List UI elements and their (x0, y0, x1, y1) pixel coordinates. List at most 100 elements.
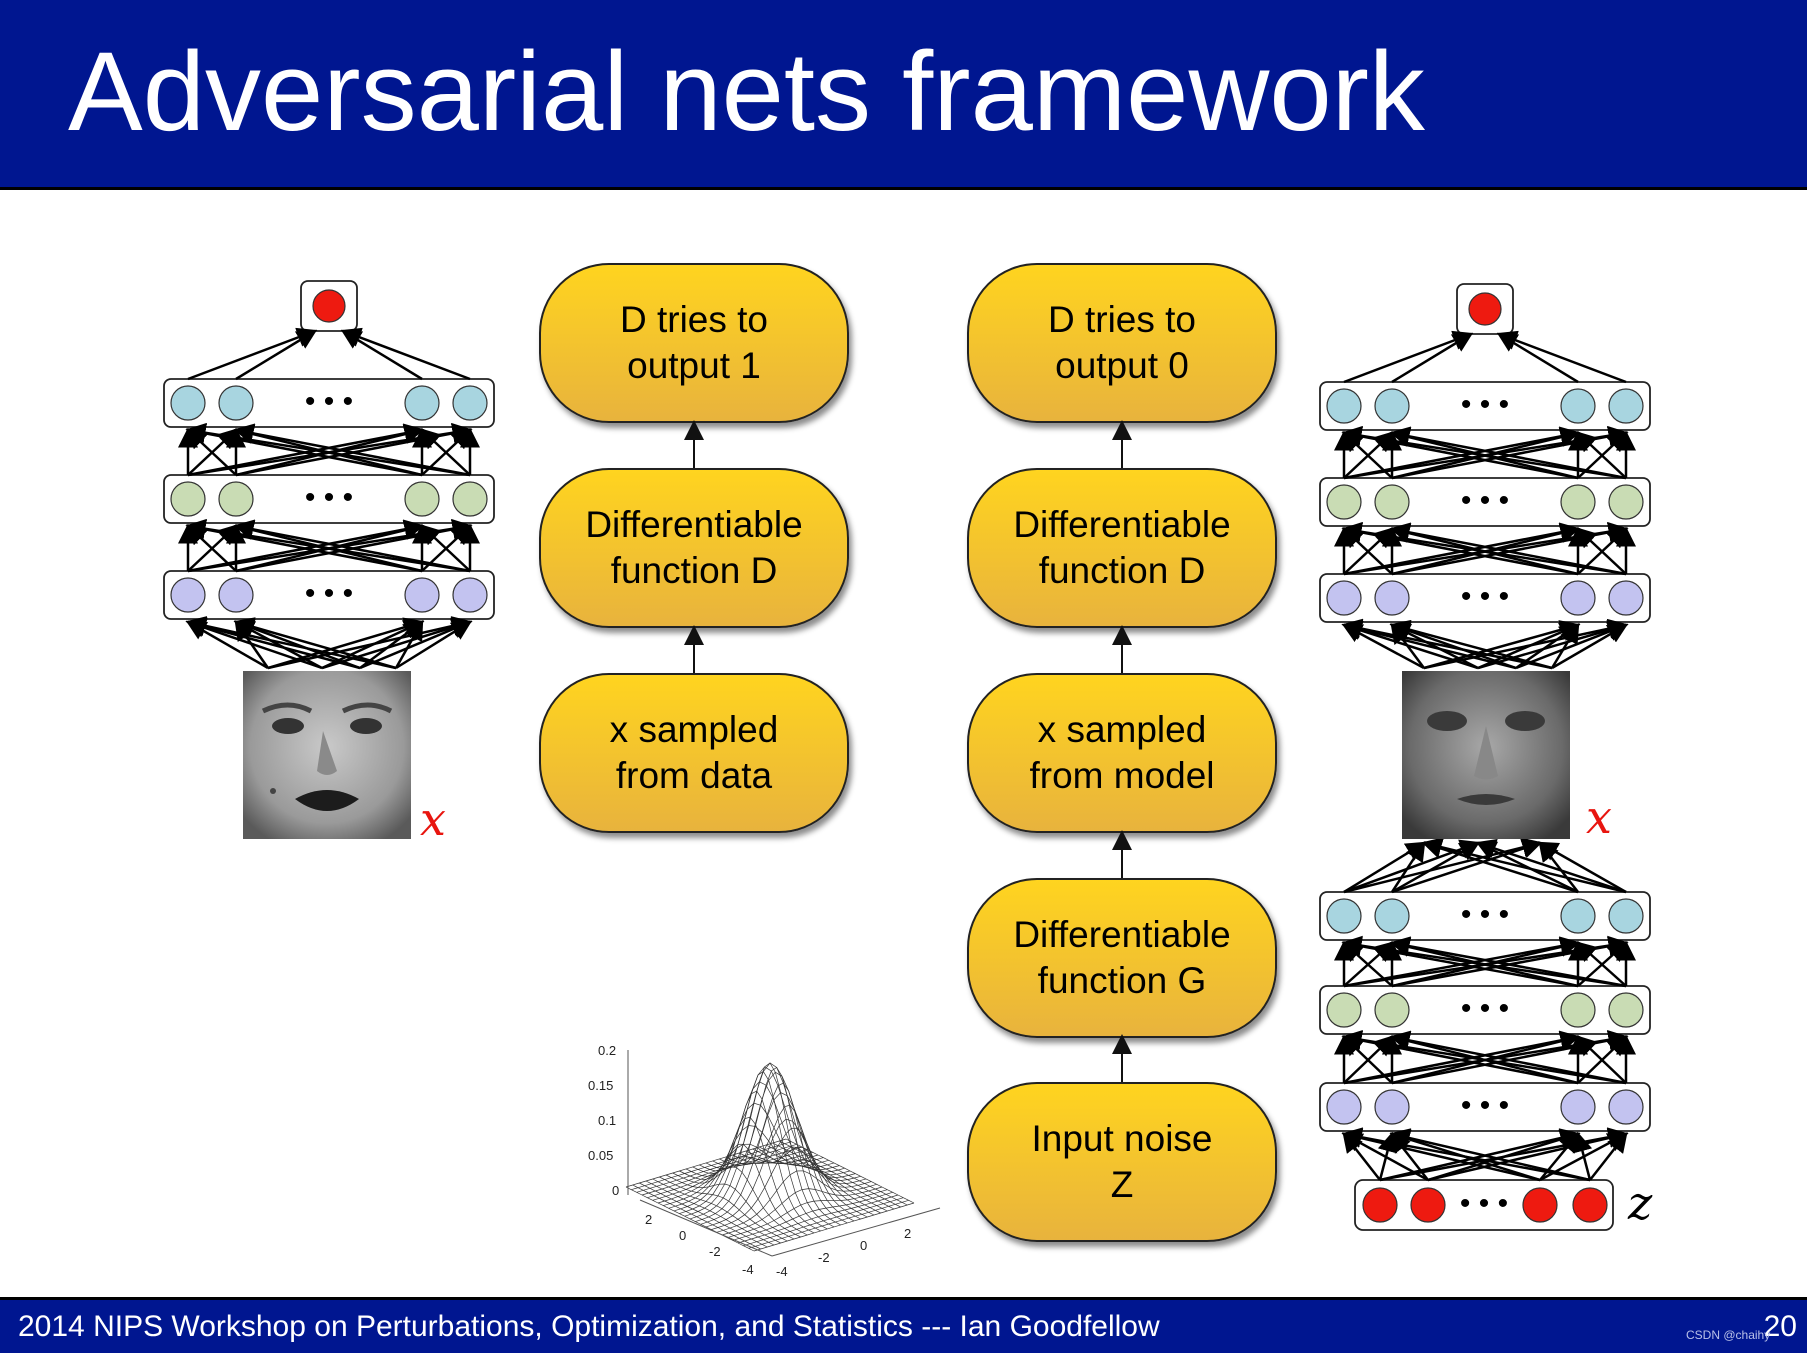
generator-edge (1341, 1030, 1579, 1085)
real-input-edge (395, 620, 473, 670)
fake-input-edge (1389, 619, 1553, 670)
generator-layer1-node (1326, 1089, 1362, 1125)
real-discriminator-edge (185, 519, 423, 573)
generator-layer1-node (1374, 1089, 1410, 1125)
slide-title: Adversarial nets framework (68, 29, 1425, 154)
real-discriminator-edge (420, 524, 471, 572)
fake-discriminator-layer1-dots: • • • (1461, 580, 1509, 613)
generator-layer1-node (1560, 1089, 1596, 1125)
watermark: CSDN @chaihy (1686, 1328, 1771, 1342)
generator-layer3-node (1374, 898, 1410, 934)
noise-node (1572, 1187, 1608, 1223)
noise-node (1522, 1187, 1558, 1223)
y-tick-label: 2 (645, 1212, 652, 1227)
generator-layer2-node (1374, 992, 1410, 1028)
real-input-edge (185, 616, 397, 670)
mesh-line (716, 1170, 877, 1233)
fake-input-edge (1550, 622, 1580, 669)
d-output-0-box: D tries to output 0 (967, 263, 1277, 423)
generator-output-edge (1391, 839, 1543, 894)
fake-discriminator-to-output (1343, 330, 1474, 384)
fake-discriminator-layer3-dots: • • • (1461, 388, 1509, 421)
real-discriminator-output-node (312, 289, 346, 323)
generator-layer2-dots: • • • (1461, 992, 1509, 1025)
z-tick-label: 0.2 (598, 1043, 616, 1058)
mesh-line (765, 1144, 895, 1210)
real-discriminator-layer3-dots: • • • (305, 385, 353, 418)
real-input-edge (394, 619, 424, 669)
fake-discriminator-layer3-node (1374, 388, 1410, 424)
fake-input-edge (1341, 620, 1479, 670)
mesh-line (737, 1194, 899, 1244)
z-tick-label: 0.1 (598, 1113, 616, 1128)
real-discriminator-layer3-node (452, 385, 488, 421)
fake-discriminator-output-node (1468, 292, 1502, 326)
real-discriminator-layer1-node (218, 577, 254, 613)
mesh-line (685, 1116, 815, 1234)
noise-edge (1341, 1128, 1541, 1182)
mesh-line (743, 1197, 904, 1247)
z-tick-label: 0 (612, 1183, 619, 1198)
x-tick-label: 0 (860, 1238, 867, 1253)
fake-discriminator-edge (1576, 431, 1627, 479)
mesh-line (753, 1202, 915, 1252)
fake-discriminator-layer3-node (1560, 388, 1596, 424)
footer-bar: 2014 NIPS Workshop on Perturbations, Opt… (0, 1297, 1807, 1353)
real-discriminator-layer3-node (170, 385, 206, 421)
z-tick-label: 0.05 (588, 1148, 613, 1163)
fake-input-edge (1477, 620, 1629, 670)
fake-input-edge (1551, 623, 1629, 670)
generator-layer3-node (1326, 898, 1362, 934)
footer-credit: 2014 NIPS Workshop on Perturbations, Opt… (18, 1310, 1160, 1343)
real-discriminator-layer1-dots: • • • (305, 577, 353, 610)
real-discriminator-layer3-node (404, 385, 440, 421)
real-discriminator-edge (233, 519, 471, 573)
fake-discriminator-layer1-node (1560, 580, 1596, 616)
x-from-model-box: x sampled from model (967, 673, 1277, 833)
noise-edge (1389, 1128, 1591, 1182)
fake-discriminator-layer3-node (1608, 388, 1644, 424)
fake-discriminator-edge (1389, 522, 1627, 576)
noise-node (1410, 1187, 1446, 1223)
real-discriminator-to-output (187, 327, 318, 381)
real-discriminator-layer2-node (452, 481, 488, 517)
real-input-edge (321, 617, 473, 670)
real-discriminator-layer2-dots: • • • (305, 481, 353, 514)
real-x-label: x (420, 792, 446, 846)
noise-dots: • • • (1460, 1187, 1508, 1220)
noise-edge (1427, 1128, 1629, 1182)
generator-output-edge (1391, 841, 1481, 894)
real-discriminator-layer1-node (170, 577, 206, 613)
fake-discriminator-layer1-node (1374, 580, 1410, 616)
y-tick-label: 0 (679, 1228, 686, 1243)
fake-discriminator-layer2-node (1560, 484, 1596, 520)
fake-discriminator-layer2-node (1326, 484, 1362, 520)
generator-edge (1576, 1035, 1627, 1084)
noise-edge (1389, 1129, 1541, 1182)
gaussian-mesh (625, 1062, 915, 1252)
real-discriminator-layer1-node (452, 577, 488, 613)
real-input-edge (185, 616, 361, 670)
fake-discriminator-edge (1341, 426, 1579, 480)
real-input-edge (267, 617, 425, 670)
input-noise-box: Input noise Z (967, 1082, 1277, 1242)
fake-discriminator-to-output (1391, 332, 1474, 384)
generator-output-edge (1421, 838, 1579, 894)
generator-edge (1389, 1030, 1627, 1085)
fake-discriminator-layer1-node (1326, 580, 1362, 616)
fake-discriminator-layer1-node (1608, 580, 1644, 616)
generator-layer2-node (1560, 992, 1596, 1028)
real-discriminator-layer2-node (218, 481, 254, 517)
real-discriminator-edge (420, 428, 471, 476)
generator-output-edge (1390, 840, 1426, 893)
fake-discriminator-edge (1341, 522, 1579, 576)
noise-edge (1379, 1127, 1629, 1182)
x-tick-label: 2 (904, 1226, 911, 1241)
noise-edge (1379, 1128, 1581, 1182)
noise-z-label: z (1628, 1176, 1653, 1230)
generated-face-image (1402, 671, 1570, 839)
x-from-data-box: x sampled from data (539, 673, 849, 833)
